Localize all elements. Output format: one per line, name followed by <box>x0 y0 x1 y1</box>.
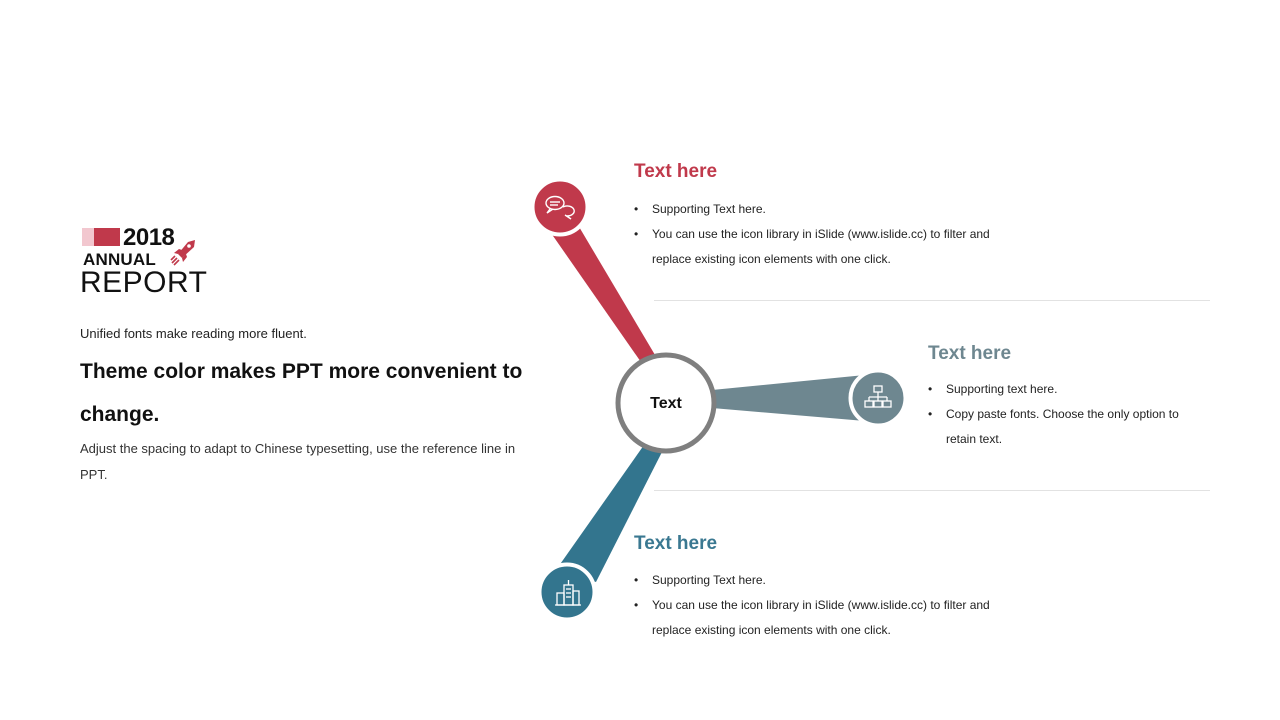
bullet-item: You can use the icon library in iSlide (… <box>634 593 1014 643</box>
section-title-2: Text here <box>928 343 1012 364</box>
divider <box>654 490 1210 491</box>
spoke-gray <box>712 375 865 421</box>
city-buildings-icon <box>555 580 581 606</box>
logo-year: 2018 <box>123 224 175 251</box>
logo-pink-block <box>82 228 94 246</box>
node-red <box>530 177 590 237</box>
spoke-red <box>551 220 658 365</box>
section-title-3: Text here <box>634 533 718 554</box>
logo-annual: ANNUAL <box>83 250 156 269</box>
bullet-item: Supporting text here. <box>928 377 1198 402</box>
section-3-bullets: Supporting Text here. You can use the ic… <box>634 568 1014 643</box>
node-teal <box>537 562 597 622</box>
bullet-item: You can use the icon library in iSlide (… <box>634 222 1014 272</box>
body-text: Adjust the spacing to adapt to Chinese t… <box>80 441 516 482</box>
annual-report-logo: 2018 ANNUAL REPORT <box>80 224 210 300</box>
bullet-item: Supporting Text here. <box>634 197 1014 222</box>
intro-text: Unified fonts make reading more fluent. <box>80 326 307 341</box>
divider <box>654 300 1210 301</box>
speech-bubbles-icon <box>545 195 575 220</box>
org-chart-icon <box>864 385 892 408</box>
rocket-icon <box>170 240 195 266</box>
section-2-bullets: Supporting text here. Copy paste fonts. … <box>928 377 1198 452</box>
bullet-item: Supporting Text here. <box>634 568 1014 593</box>
section-1-bullets: Supporting Text here. You can use the ic… <box>634 197 1014 272</box>
center-ring <box>615 352 717 454</box>
center-label: Text <box>650 395 682 412</box>
logo-red-block <box>94 228 120 246</box>
spoke-teal <box>556 445 662 582</box>
logo-report: REPORT <box>80 266 208 299</box>
bullet-item: Copy paste fonts. Choose the only option… <box>928 402 1198 452</box>
headline: Theme color makes PPT more convenient to… <box>80 360 523 426</box>
section-title-1: Text here <box>634 161 718 182</box>
